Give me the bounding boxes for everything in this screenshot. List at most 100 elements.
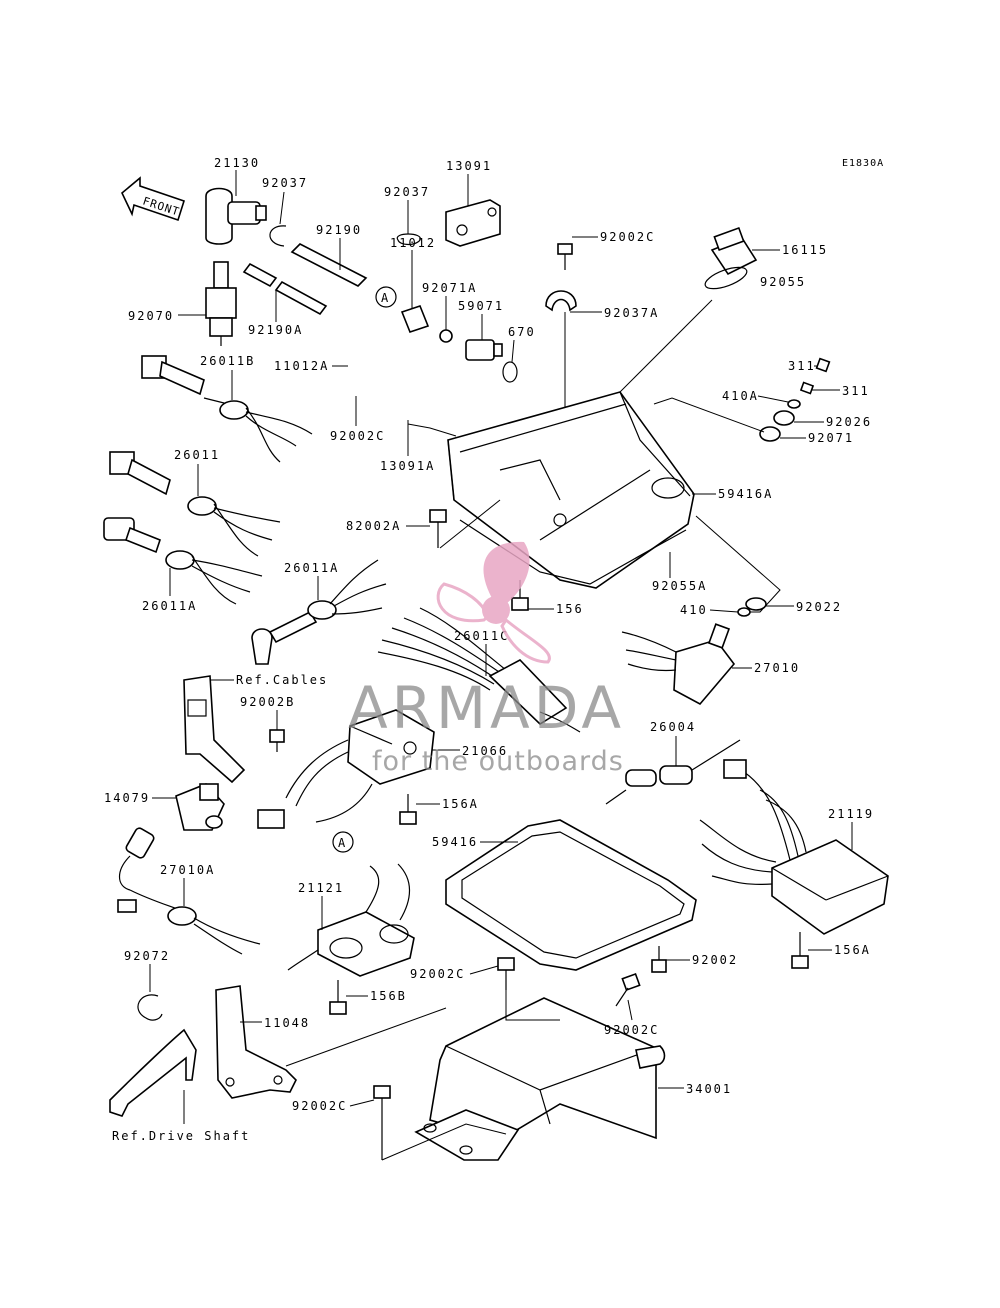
switch-27010 [621, 623, 736, 706]
label-11048: 11048 [264, 1016, 310, 1030]
nut-311-a [815, 357, 831, 373]
label-92190: 92190 [316, 223, 362, 237]
gasket-59416 [445, 819, 697, 971]
watermark-tagline: for the outboards [372, 746, 624, 777]
sensor-26004 [605, 739, 741, 805]
label-59416a: 59416A [718, 487, 773, 501]
harness-26011 [109, 451, 281, 557]
label-311-b: 311 [842, 384, 870, 398]
label-82002a: 82002A [346, 519, 401, 533]
part-14079 [175, 783, 225, 831]
bolt-156b [329, 980, 347, 1015]
clamp-92037a [545, 290, 577, 312]
callout-a-bottom: A [332, 831, 354, 853]
label-21066: 21066 [462, 744, 508, 758]
harness-26011c [377, 607, 581, 733]
bolt-92002b [269, 729, 285, 752]
electric-box-59416a [447, 391, 695, 589]
label-92055a: 92055A [652, 579, 707, 593]
cap-11012 [400, 305, 430, 333]
fitting-59071 [465, 339, 503, 361]
nut-92071 [759, 426, 781, 442]
o-ring-92055 [704, 266, 748, 290]
label-92037-left: 92037 [262, 176, 308, 190]
clip-92072 [137, 994, 163, 1021]
callout-a-top: A [375, 286, 397, 308]
label-92002c-top: 92002C [600, 230, 655, 244]
label-ref-cables: Ref.Cables [236, 673, 328, 687]
label-92037a: 92037A [604, 306, 659, 320]
label-26004: 26004 [650, 720, 696, 734]
label-59416: 59416 [432, 835, 478, 849]
label-92055: 92055 [760, 275, 806, 289]
label-21121: 21121 [298, 881, 344, 895]
spark-plug-cap-21130 [205, 187, 267, 245]
armada-watermark: ARMADA for the outboards [348, 541, 624, 777]
label-92026: 92026 [826, 415, 872, 429]
label-92002c-left: 92002C [330, 429, 385, 443]
label-21119: 21119 [828, 807, 874, 821]
svg-text:A: A [338, 836, 346, 850]
bolt-156a-mid [399, 794, 417, 825]
bolt-156 [511, 580, 529, 611]
label-26011b: 26011B [200, 354, 255, 368]
label-92037-mid: 92037 [384, 185, 430, 199]
nut-92022 [745, 597, 767, 611]
bracket-ref-drive-shaft [109, 1028, 197, 1124]
label-92071: 92071 [808, 431, 854, 445]
label-156a-right: 156A [834, 943, 871, 957]
ignition-coil-21121 [287, 863, 415, 977]
label-92002c-bottom: 92002C [292, 1099, 347, 1113]
washer-410 [737, 607, 751, 617]
label-410a: 410A [722, 389, 759, 403]
drawing-code: E1830A [842, 158, 884, 169]
label-156a-mid: 156A [442, 797, 479, 811]
label-14079: 14079 [104, 791, 150, 805]
label-156b: 156B [370, 989, 407, 1003]
label-11012: 11012 [390, 236, 436, 250]
bolt-92002c-right [615, 972, 641, 1007]
label-27010: 27010 [754, 661, 800, 675]
clip-92037-mid [396, 233, 421, 246]
harness-27010a [117, 827, 261, 955]
bolt-92002 [651, 946, 667, 973]
bracket-ref-cables [183, 675, 246, 784]
nut-311-b [799, 381, 815, 395]
label-311-a: 311 [788, 359, 816, 373]
washer-410a [787, 399, 801, 409]
bolt-92002c-mid [497, 957, 515, 990]
mount-plate-34001 [414, 997, 666, 1161]
label-13091a: 13091A [380, 459, 435, 473]
label-11012a: 11012A [274, 359, 329, 373]
label-27010a: 27010A [160, 863, 215, 877]
harness-26011a-top [251, 559, 387, 665]
label-26011: 26011 [174, 448, 220, 462]
label-92002: 92002 [692, 953, 738, 967]
label-670: 670 [508, 325, 536, 339]
holder-13091 [445, 199, 501, 247]
label-92002c-right: 92002C [604, 1023, 659, 1037]
bolt-82002a [429, 509, 447, 548]
bolt-92002c-bottom [373, 1085, 391, 1160]
cdi-unit-21119 [699, 759, 889, 935]
label-16115: 16115 [782, 243, 828, 257]
label-92070: 92070 [128, 309, 174, 323]
label-92071a: 92071A [422, 281, 477, 295]
label-34001: 34001 [686, 1082, 732, 1096]
part-labels: 21130 92037 13091 92037 92190 11012 9207… [104, 156, 874, 1143]
bracket-11048 [215, 985, 297, 1099]
spark-plug-92070 [205, 261, 237, 346]
label-ref-drive-shaft: Ref.Drive Shaft [112, 1129, 250, 1143]
harness-26011b [141, 355, 313, 463]
label-26011a-top: 26011A [284, 561, 339, 575]
nut-92071a [439, 329, 453, 343]
o-ring-670 [502, 361, 518, 383]
label-92190a: 92190A [248, 323, 303, 337]
bolt-92002c-top [557, 243, 573, 270]
rectifier-21066 [257, 709, 435, 829]
propeller-logo-icon [436, 541, 551, 664]
label-26011a-bottom: 26011A [142, 599, 197, 613]
label-156: 156 [556, 602, 584, 616]
label-26011c: 26011C [454, 629, 509, 643]
